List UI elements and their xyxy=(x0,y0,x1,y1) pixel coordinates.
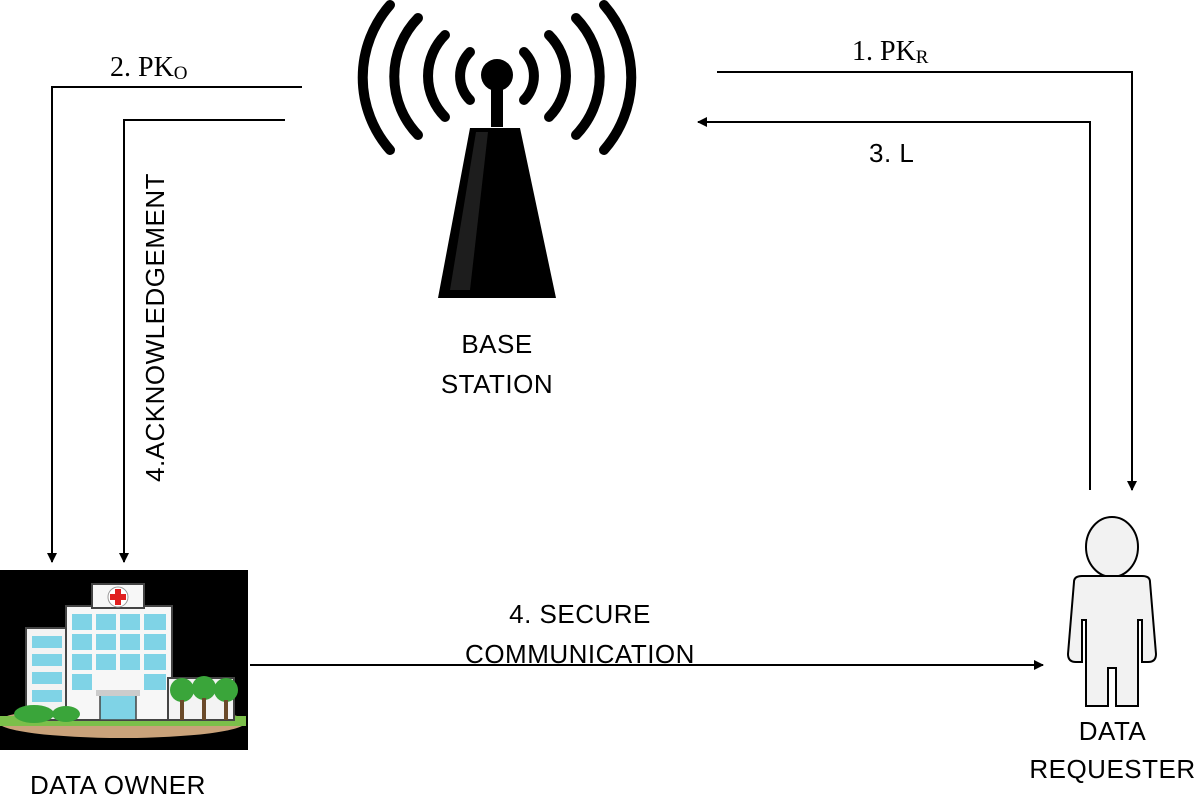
label-pkr: 1. PKR xyxy=(852,36,929,68)
arrow-l xyxy=(697,117,1091,490)
arrow-pko xyxy=(47,86,302,563)
label-base-station: BASE STATION xyxy=(440,329,554,399)
label-secure-communication: 4. SECURE COMMUNICATION xyxy=(465,599,695,669)
label-l: 3. L xyxy=(869,138,915,168)
label-data-requester: DATA REQUESTER xyxy=(1029,716,1196,784)
label-pko: 2. PKO xyxy=(110,52,188,84)
hospital-building-icon xyxy=(0,570,248,750)
arrow-pkr xyxy=(717,71,1137,491)
radio-tower-icon xyxy=(357,0,637,298)
label-data-owner: DATA OWNER xyxy=(30,770,206,800)
arrow-acknowledgement xyxy=(119,119,285,563)
person-icon xyxy=(1066,516,1158,707)
label-acknowledgement: 4.ACKNOWLEDGEMENT xyxy=(140,173,170,482)
